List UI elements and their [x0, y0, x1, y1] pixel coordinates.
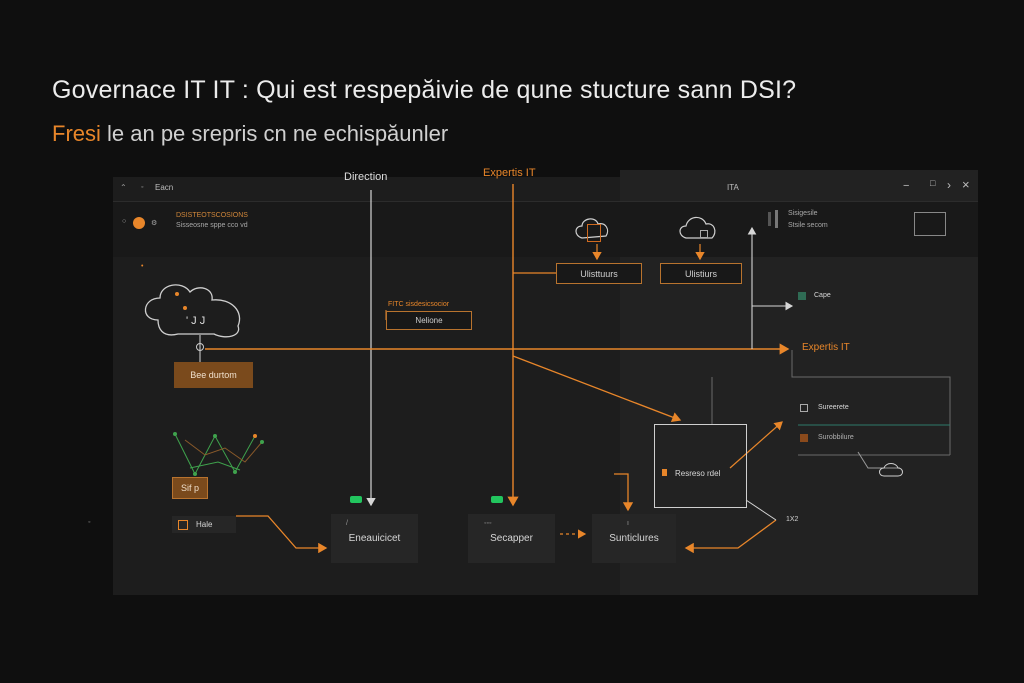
window-right-title: ITA [727, 183, 739, 192]
checkbox-icon[interactable] [178, 519, 188, 530]
dot-icon: ◦ [141, 184, 144, 191]
sureerete-label: Sureerete [818, 404, 849, 411]
side-marker: ◦ [88, 519, 91, 526]
close-icon[interactable]: × [962, 177, 970, 192]
secapper-node[interactable]: Secapper [468, 514, 555, 563]
connector-node [196, 343, 204, 351]
radio-icon[interactable]: ○ [122, 218, 127, 225]
sidebar-line2: Sisseosne sppe cco vd [176, 222, 248, 229]
resreso-label: Resreso rdel [675, 469, 721, 478]
hale-label: Hale [196, 520, 213, 529]
page-subtitle: Fresi le an pe srepris cn ne echispăunle… [52, 121, 448, 147]
subtitle-rest: le an pe srepris cn ne echispăunler [100, 121, 449, 146]
right-header-line2: Stsile secom [788, 222, 828, 229]
cloud-label: ' J J [186, 315, 206, 327]
ftc-node[interactable]: Nelione [386, 311, 472, 330]
server-icon [700, 230, 708, 238]
mark-1x2: 1X2 [786, 516, 799, 523]
hale-node[interactable]: Hale [172, 516, 236, 533]
enc-node[interactable]: Eneauicicet [331, 514, 418, 563]
subtitle-accent: Fresi [52, 121, 101, 146]
bar-icon-2 [775, 210, 778, 228]
cloud-icon [146, 280, 246, 340]
util-right-node[interactable]: Ulistiurs [660, 263, 742, 284]
resreso-node[interactable] [654, 424, 747, 508]
monitor-icon[interactable] [914, 212, 946, 236]
expertis-label: Expertis IT [483, 167, 536, 179]
sidebar-row [113, 201, 978, 257]
surobbure-label: Surobbilure [818, 434, 854, 441]
surobbure-marker [800, 434, 808, 442]
gear-icon[interactable]: ⚙ [151, 220, 158, 227]
ftc-heading: FITC sisdesicsocior [388, 301, 450, 308]
suntiures-marker: ı [627, 520, 629, 527]
server-icon [587, 224, 601, 242]
apple-icon [133, 217, 145, 229]
suntiures-node[interactable]: Sunticlures [592, 514, 676, 563]
util-left-node[interactable]: Ulisttuurs [556, 263, 642, 284]
caret-icon[interactable]: ⌃ [120, 183, 127, 192]
status-green-dot [350, 496, 362, 503]
bar-icon-1 [768, 212, 771, 226]
sif-node[interactable]: Sif p [172, 477, 208, 499]
chevron-right-icon[interactable]: › [947, 178, 951, 192]
secapper-dots: ◦◦◦ [484, 520, 492, 527]
cloud-dot [183, 306, 187, 310]
expertis-right-label: Expertis IT [802, 342, 850, 353]
right-header-line1: Sisigesile [788, 210, 818, 217]
enc-marker: / [346, 520, 348, 527]
status-green-dot [491, 496, 503, 503]
capae-marker [798, 292, 806, 300]
resreso-marker [662, 469, 667, 476]
window-header [113, 177, 978, 202]
capae-label: Cape [814, 292, 831, 299]
maximize-icon[interactable]: □ [930, 178, 936, 188]
spark-marker: • [141, 263, 144, 270]
bee-node[interactable]: Bee durtom [174, 362, 253, 388]
sidebar-line1: DSISTEOTSCOSIONS [176, 212, 248, 219]
cloud-dot [175, 292, 179, 296]
minimize-icon[interactable]: − [903, 180, 910, 192]
sureerete-checkbox[interactable] [800, 404, 808, 412]
direction-label: Direction [344, 171, 388, 183]
page-title: Governace IT IT : Qui est respepăivie de… [52, 76, 797, 104]
window-left-title: Eacn [155, 183, 174, 192]
